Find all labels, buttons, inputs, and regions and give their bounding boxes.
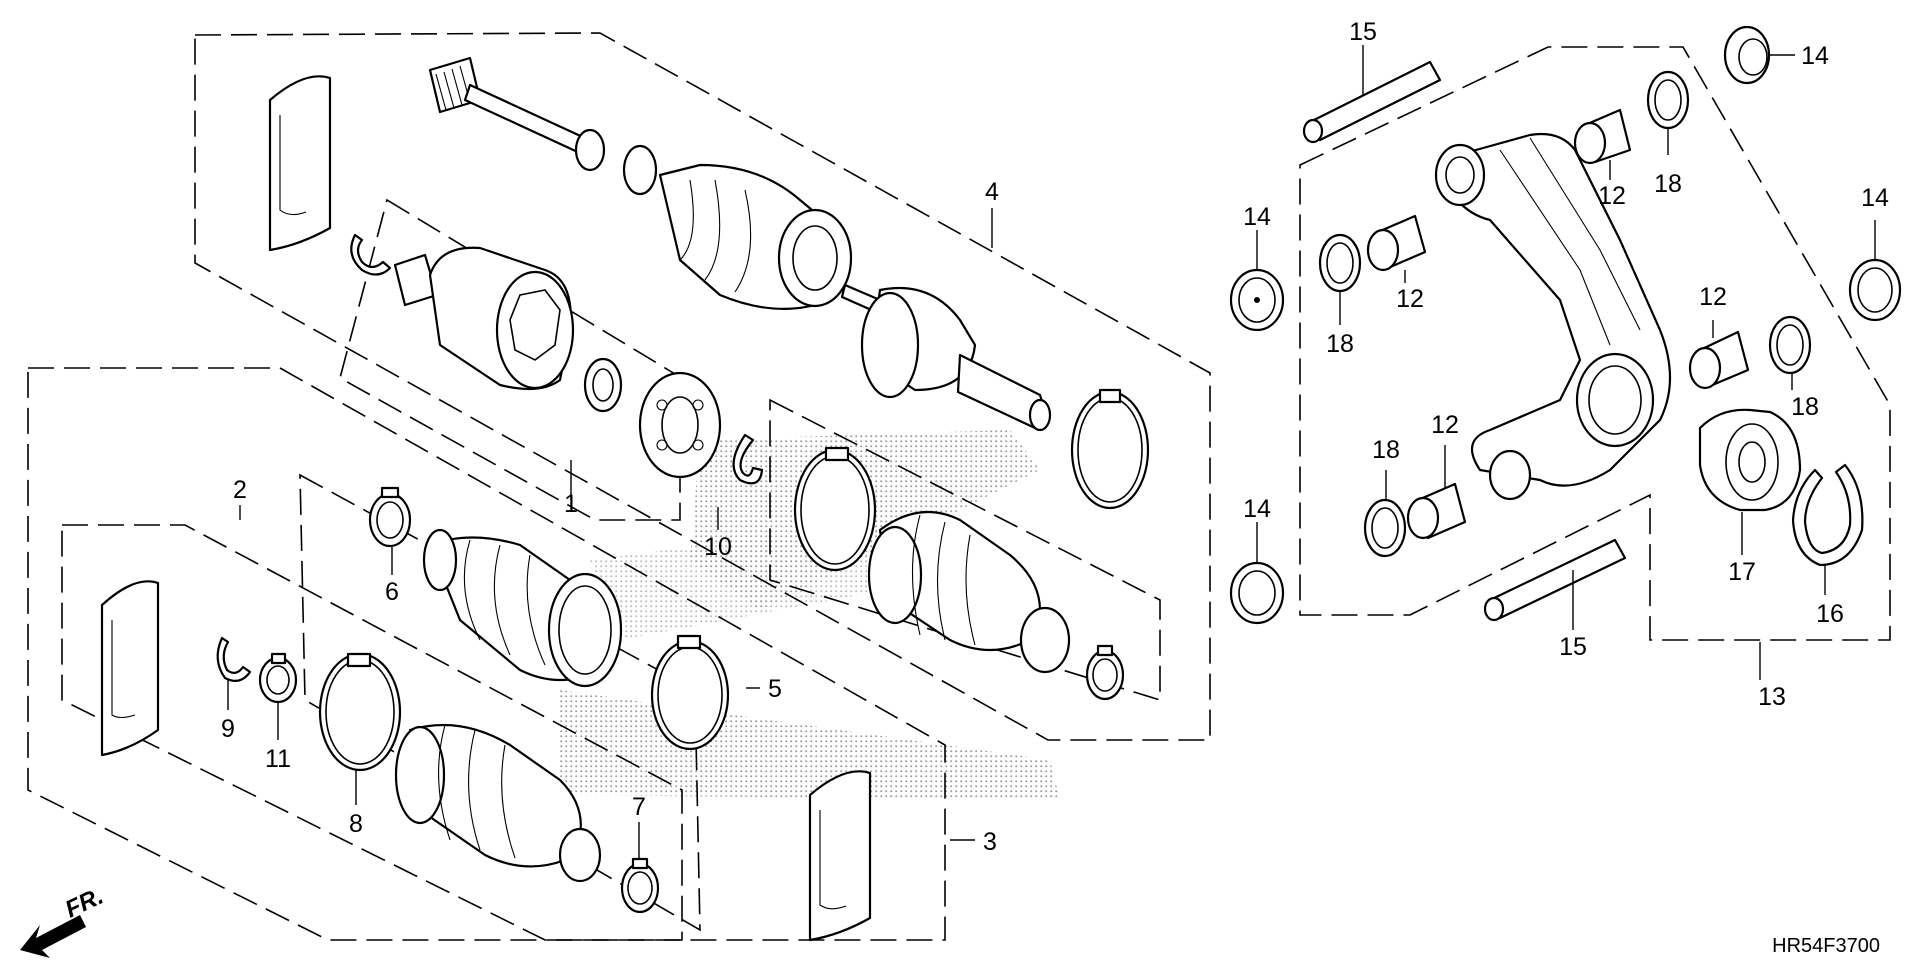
inner-boot (422, 528, 623, 688)
leader-lines (227, 45, 1876, 860)
outline-assembly-3 (27, 367, 946, 941)
bearing-17 (1698, 408, 1802, 512)
drive-shaft (428, 56, 1052, 432)
callout-18-lower: 18 (1372, 436, 1400, 464)
seal-18-top (1646, 70, 1690, 130)
bushing-12-top (1573, 108, 1632, 165)
pin-15-upper (1302, 60, 1442, 144)
small-band-7 (620, 857, 660, 914)
seal-18-left (1318, 233, 1362, 293)
boot-band-upper-right (1070, 388, 1150, 510)
dust-seal-14-bottom (1229, 561, 1285, 625)
group-outlines (27, 32, 1891, 941)
snap-ring-upper (350, 233, 392, 276)
small-band-right (1085, 644, 1125, 701)
bushing-12-right (1688, 330, 1750, 390)
callout-5: 5 (768, 675, 782, 703)
drawing-code: HR54F3700 (1772, 935, 1880, 957)
callout-15-upper: 15 (1349, 18, 1377, 46)
outline-assembly-2 (61, 524, 683, 941)
boot-band-8 (318, 652, 402, 772)
front-direction-arrow (20, 915, 86, 958)
callout-12-lower: 12 (1431, 411, 1459, 439)
circlip-16 (1791, 463, 1864, 567)
callout-12-left: 12 (1396, 285, 1424, 313)
boot-band-middle (793, 446, 877, 572)
cage (638, 371, 722, 479)
callouts: 4 1 10 6 5 3 2 7 8 9 11 15 15 14 14 14 1… (221, 18, 1889, 856)
outline-boot-outer (769, 398, 1161, 702)
callout-13: 13 (1758, 683, 1786, 711)
swing-arm (1434, 132, 1672, 501)
dust-seal-14-right (1848, 258, 1902, 322)
callout-11: 11 (265, 745, 291, 773)
boot-band-5 (650, 634, 730, 751)
bushing-12-lower (1406, 482, 1467, 540)
grease-pack-left (100, 580, 160, 757)
callout-9: 9 (221, 715, 235, 743)
outline-arm-13 (1299, 46, 1891, 641)
callout-12-top: 12 (1598, 182, 1626, 210)
outer-race (393, 246, 575, 391)
callout-7: 7 (632, 793, 646, 821)
pin-15-lower (1483, 538, 1627, 622)
callout-17: 17 (1728, 558, 1756, 586)
outline-assembly-4 (194, 32, 1211, 741)
outer-boot (867, 510, 1071, 674)
callout-2: 2 (233, 476, 247, 504)
callout-16: 16 (1816, 600, 1844, 628)
outer-boot-lower (394, 723, 602, 883)
callout-1: 1 (564, 490, 578, 518)
seal-18-lower (1363, 498, 1407, 558)
callout-10: 10 (704, 533, 732, 561)
dust-seal-14-top (1723, 25, 1771, 85)
boot-band-6 (368, 486, 412, 548)
callout-14-bottom: 14 (1243, 495, 1271, 523)
seal-18-right (1768, 315, 1812, 375)
callout-18-left: 18 (1326, 330, 1354, 358)
callout-18-top: 18 (1654, 170, 1682, 198)
callout-4: 4 (985, 178, 999, 206)
grease-pack-lower (808, 770, 872, 942)
callout-18-right: 18 (1791, 393, 1819, 421)
dust-seal-14-left (1229, 268, 1285, 332)
front-direction-label: FR. (61, 883, 107, 924)
callout-14-left: 14 (1243, 203, 1271, 231)
snap-ring-10 (732, 433, 764, 485)
clip-joint (583, 357, 623, 413)
bushing-12-left (1366, 214, 1427, 272)
grease-pack-upper (268, 75, 332, 252)
callout-15-lower: 15 (1559, 633, 1587, 661)
clip-11 (258, 652, 298, 704)
callout-14-right: 14 (1861, 184, 1889, 212)
snap-ring-9 (216, 636, 252, 683)
outline-assembly-1 (339, 198, 681, 521)
callout-8: 8 (349, 810, 363, 838)
callout-3: 3 (983, 828, 997, 856)
callout-6: 6 (385, 578, 399, 606)
callout-14-top: 14 (1801, 42, 1829, 70)
callout-12-right: 12 (1699, 283, 1727, 311)
